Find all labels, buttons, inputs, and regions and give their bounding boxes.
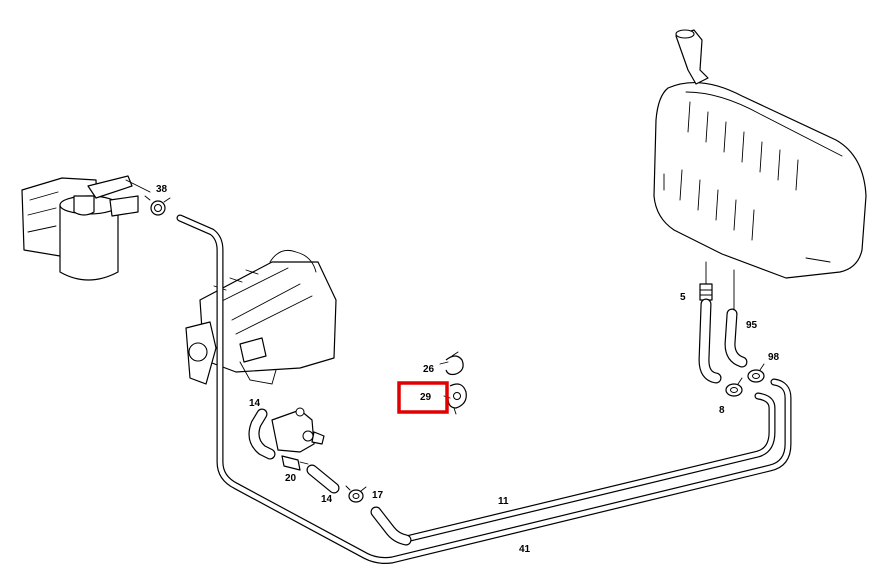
label-14-upper: 14: [249, 398, 261, 409]
clamp-8: [725, 377, 743, 397]
label-17: 17: [372, 490, 384, 501]
hose-95: [724, 269, 748, 368]
clamp-17: [345, 485, 367, 503]
label-41: 41: [519, 544, 531, 555]
label-38: 38: [156, 184, 168, 195]
label-11: 11: [498, 496, 509, 507]
line-11: [398, 392, 776, 544]
label-95: 95: [746, 320, 758, 331]
injection-pump: [185, 249, 337, 385]
label-98: 98: [768, 352, 780, 363]
fuel-filter: [21, 175, 151, 281]
hose-8: [698, 298, 722, 384]
label-20: 20: [285, 473, 297, 484]
label-14-lower: 14: [321, 494, 333, 505]
highlight-box-29[interactable]: [397, 381, 449, 414]
label-8: 8: [719, 405, 725, 416]
clamp-98: [747, 363, 765, 383]
clamp-26: [439, 351, 464, 376]
fuel-tank: [653, 29, 867, 279]
hose-14: [306, 464, 340, 494]
label-5: 5: [680, 292, 686, 303]
label-26: 26: [423, 364, 435, 375]
overflow-valve-group: [248, 407, 325, 471]
fitting-5: [699, 261, 713, 301]
clamp-38: [144, 195, 171, 216]
clamp-29: [443, 383, 467, 415]
label-29: 29: [420, 392, 432, 403]
